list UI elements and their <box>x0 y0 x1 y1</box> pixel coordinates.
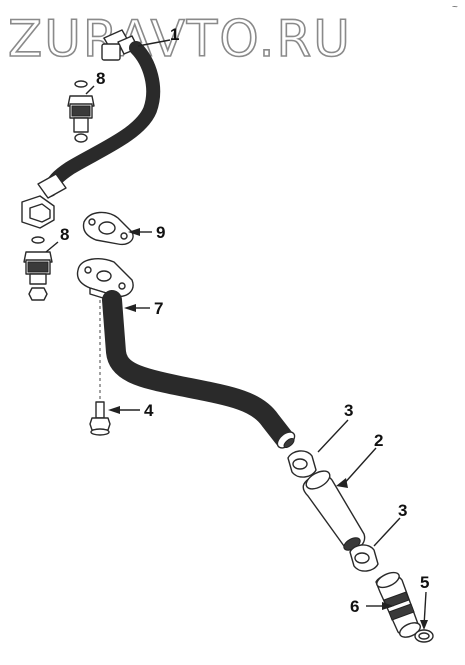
corner-mark: ~ <box>452 2 458 13</box>
part-2-hose-sleeve <box>302 470 366 551</box>
part-7-rigid-tube <box>76 258 296 449</box>
callout-9: 9 <box>156 223 165 242</box>
part-3-lower-clamp <box>349 544 379 572</box>
callout-8-upper: 8 <box>96 69 105 88</box>
callout-3-lower: 3 <box>398 501 407 520</box>
part-1-flexible-hose <box>21 29 161 229</box>
callout-7: 7 <box>154 299 163 318</box>
part-6-adapter-tube <box>375 571 421 638</box>
part-8-lower-fitting <box>23 236 53 301</box>
part-8-upper-fitting <box>67 80 95 143</box>
leader-lines <box>45 39 428 630</box>
part-5-o-ring <box>414 629 434 643</box>
watermark-text: ZURAVTO.RU <box>8 10 352 68</box>
callout-3-upper: 3 <box>344 401 353 420</box>
part-4-bolt <box>89 300 111 436</box>
callout-8-lower: 8 <box>60 225 69 244</box>
callout-1: 1 <box>170 25 179 44</box>
callout-6: 6 <box>350 597 359 616</box>
callout-5: 5 <box>420 573 429 592</box>
callout-4: 4 <box>144 401 154 420</box>
part-9-gasket <box>82 211 134 246</box>
callout-2: 2 <box>374 431 383 450</box>
part-3-upper-clamp <box>287 450 317 478</box>
